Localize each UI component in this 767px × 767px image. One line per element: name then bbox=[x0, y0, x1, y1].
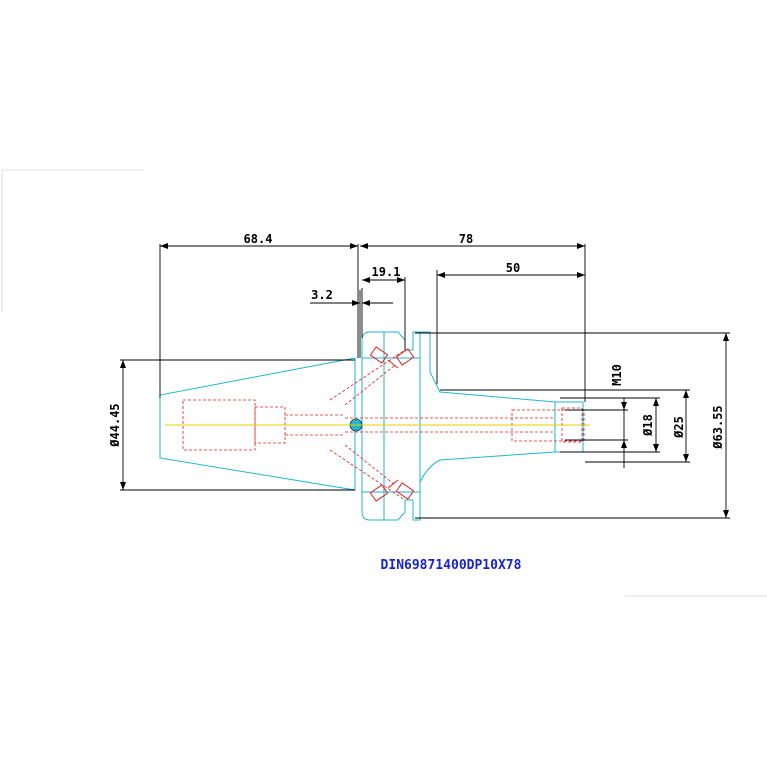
dim-m10: M10 bbox=[610, 364, 624, 386]
flange bbox=[361, 331, 421, 521]
dim-3-2: 3.2 bbox=[311, 288, 333, 302]
hidden-features bbox=[182, 349, 585, 501]
dimension-labels: 68.4 78 19.1 50 3.2 M10 Ø18 Ø25 Ø63.55 Ø… bbox=[108, 232, 725, 450]
dim-dia63-55: Ø63.55 bbox=[711, 405, 725, 449]
dim-68-4: 68.4 bbox=[244, 232, 273, 246]
dimension-lines bbox=[120, 243, 730, 519]
part-number: DIN69871400DP10X78 bbox=[381, 558, 522, 573]
taper-shank bbox=[159, 357, 356, 491]
holder-body bbox=[419, 331, 584, 483]
set-screws bbox=[369, 346, 415, 502]
background-frame bbox=[1, 169, 767, 597]
dim-dia25: Ø25 bbox=[672, 416, 686, 439]
dim-19-1: 19.1 bbox=[372, 265, 401, 279]
dim-50: 50 bbox=[506, 261, 520, 275]
dim-dia44-45: Ø44.45 bbox=[108, 403, 122, 447]
dim-78: 78 bbox=[459, 232, 473, 246]
dim-dia18: Ø18 bbox=[641, 414, 655, 437]
